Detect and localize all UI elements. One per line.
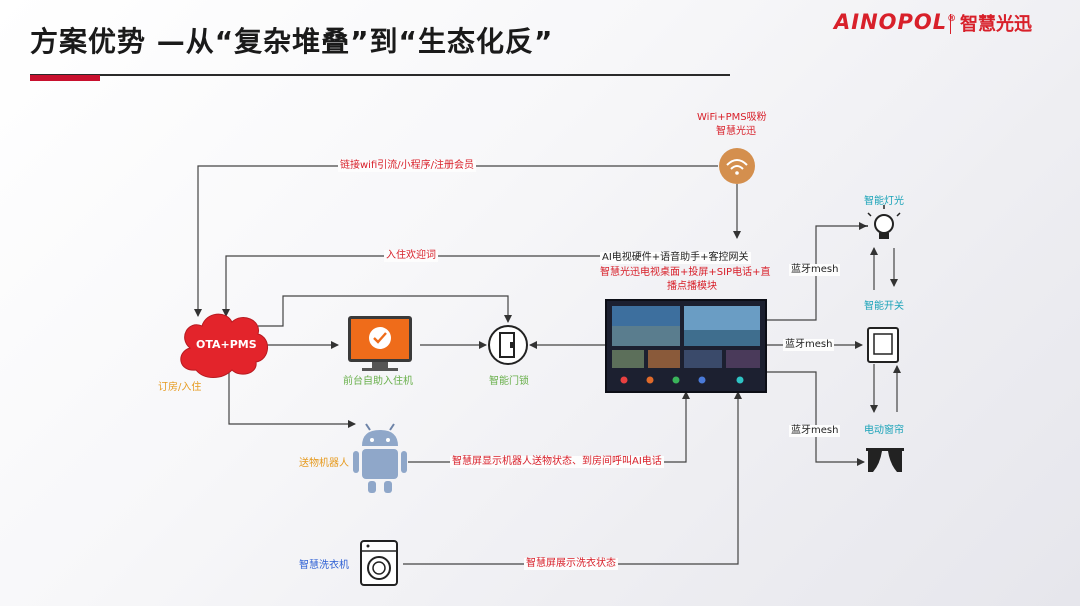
wifi-label-line1: WiFi+PMS吸粉 [697, 112, 767, 123]
edge-cloud-to-robot [228, 372, 356, 428]
light-label: 智能灯光 [864, 196, 904, 207]
curtain-icon [866, 448, 904, 472]
tv-screen [605, 299, 767, 393]
washer-icon [360, 540, 398, 586]
light-bulb-icon [864, 205, 901, 239]
cloud-icon [180, 313, 268, 378]
page-title: 方案优势 —从“复杂堆叠”到“生态化反” [30, 25, 554, 58]
edge-label-robot: 智慧屏显示机器人送物状态、到房间呼叫AI电话 [450, 456, 664, 468]
tv-label-line1: AI电视硬件+语音助手+客控网关 [600, 252, 751, 264]
edge-welcome [222, 255, 610, 317]
edge-label-mesh-light: 蓝牙mesh [789, 264, 841, 276]
brand-logo: AINOPOL® [834, 10, 958, 34]
wifi-icon [719, 148, 755, 184]
edge-label-mesh-switch: 蓝牙mesh [783, 339, 835, 351]
cloud-sublabel: 订房/入住 [158, 382, 202, 393]
edge-label-washer: 智慧屏展示洗衣状态 [524, 558, 618, 570]
title-underline [30, 74, 730, 76]
brand-name-cn: 智慧光迅 [960, 14, 1032, 35]
edge-tv-to-curtain [765, 371, 865, 466]
edge-robot-to-tv [408, 391, 690, 463]
switch-label: 智能开关 [864, 301, 904, 312]
tv-label-line2: 智慧光迅电视桌面+投屏+SIP电话+直 [600, 267, 771, 278]
lock-icon [488, 325, 528, 365]
edge-cloud-to-lock [258, 295, 512, 327]
title-accent-bar [30, 75, 100, 81]
curtain-label: 电动窗帘 [864, 425, 904, 436]
washer-label: 智慧洗衣机 [299, 560, 349, 571]
switch-panel-icon [867, 327, 899, 363]
brand-divider [950, 14, 951, 34]
lock-label: 智能门锁 [489, 376, 529, 387]
kiosk-label: 前台自助入住机 [343, 376, 413, 387]
kiosk-icon [348, 316, 412, 371]
tv-label-line3: 播点播模块 [667, 281, 717, 292]
cloud-label: OTA+PMS [196, 338, 257, 351]
wifi-label-line2: 智慧光迅 [716, 126, 756, 137]
edge-washer-to-tv [403, 391, 742, 565]
edge-label-mesh-curtain: 蓝牙mesh [789, 425, 841, 437]
robot-icon [353, 423, 407, 493]
robot-label: 送物机器人 [299, 458, 349, 469]
edge-wifi-to-cloud [194, 165, 718, 317]
edge-label-welcome: 入住欢迎词 [384, 250, 438, 262]
edge-label-wifi-link: 链接wifi引流/小程序/注册会员 [338, 160, 476, 172]
